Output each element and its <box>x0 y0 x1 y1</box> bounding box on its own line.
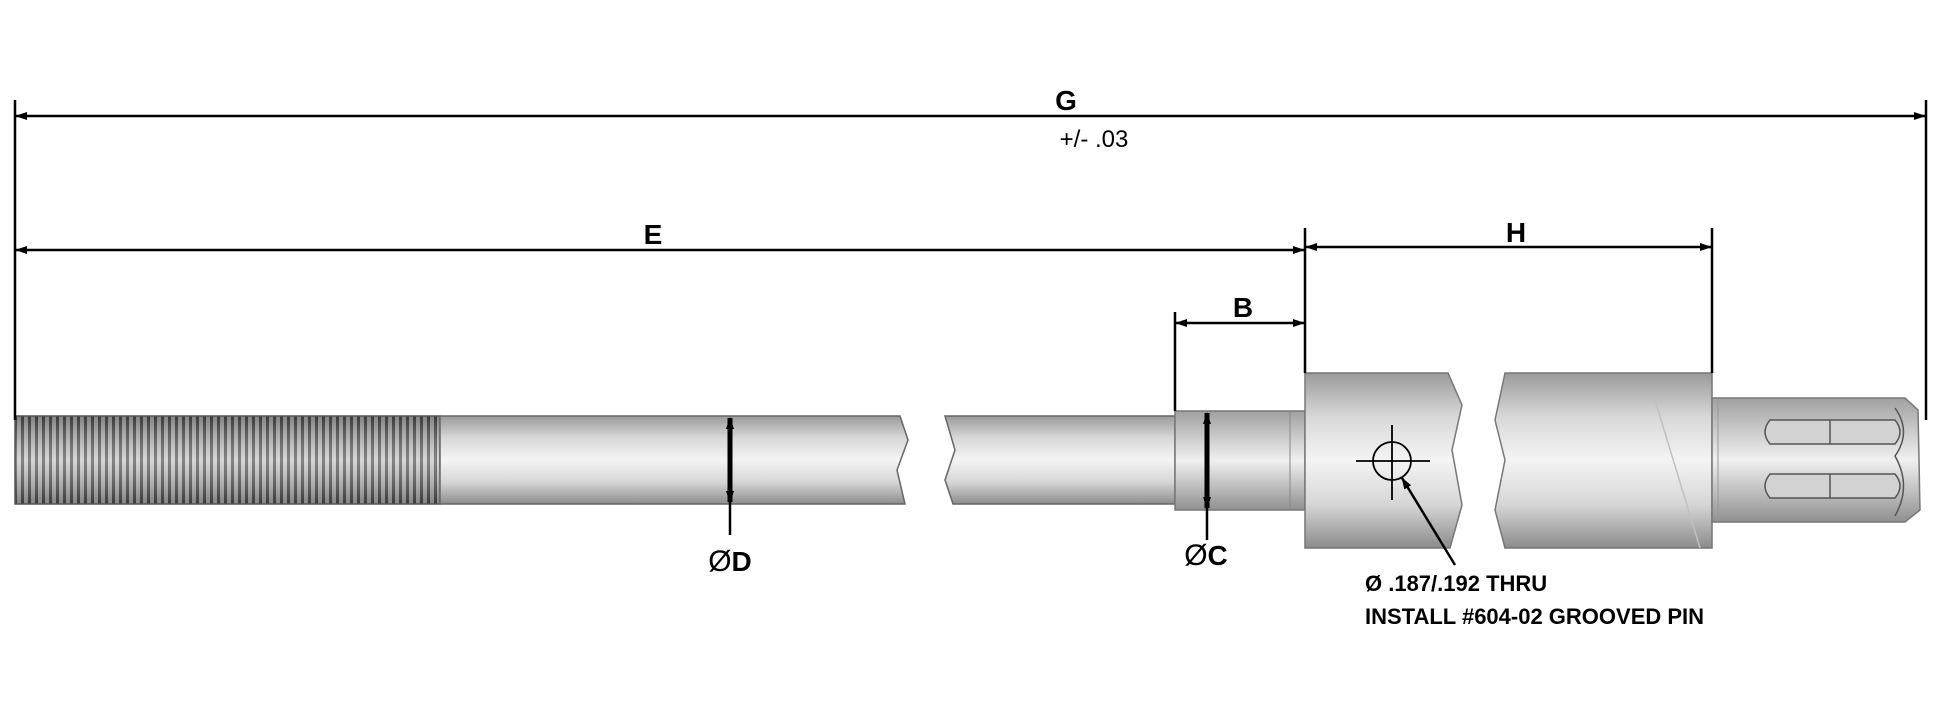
main-shaft-left <box>439 415 909 505</box>
dim-h-label: H <box>1506 217 1526 248</box>
main-shaft-right <box>943 415 1176 505</box>
dim-g-label: G <box>1055 85 1077 116</box>
dim-c-label: ØC <box>1184 539 1228 572</box>
dim-d-label: ØD <box>708 545 752 578</box>
extension-lines <box>13 100 1928 420</box>
cross-hole-symbol <box>1356 425 1430 500</box>
hole-note-line2: INSTALL #604-02 GROOVED PIN <box>1365 604 1704 629</box>
splined-end <box>1711 397 1921 523</box>
dim-b-label: B <box>1233 292 1253 323</box>
spline-teeth <box>1764 407 1905 517</box>
shaft-part <box>14 372 1921 549</box>
dimension-lines <box>15 112 1926 566</box>
step-section <box>1174 410 1306 511</box>
collar-right <box>1494 372 1713 549</box>
dim-e-label: E <box>644 219 663 250</box>
hole-leader <box>1400 477 1457 566</box>
hole-note-line1: Ø .187/.192 THRU <box>1365 571 1547 596</box>
dim-g-tolerance: +/- .03 <box>1060 126 1129 153</box>
